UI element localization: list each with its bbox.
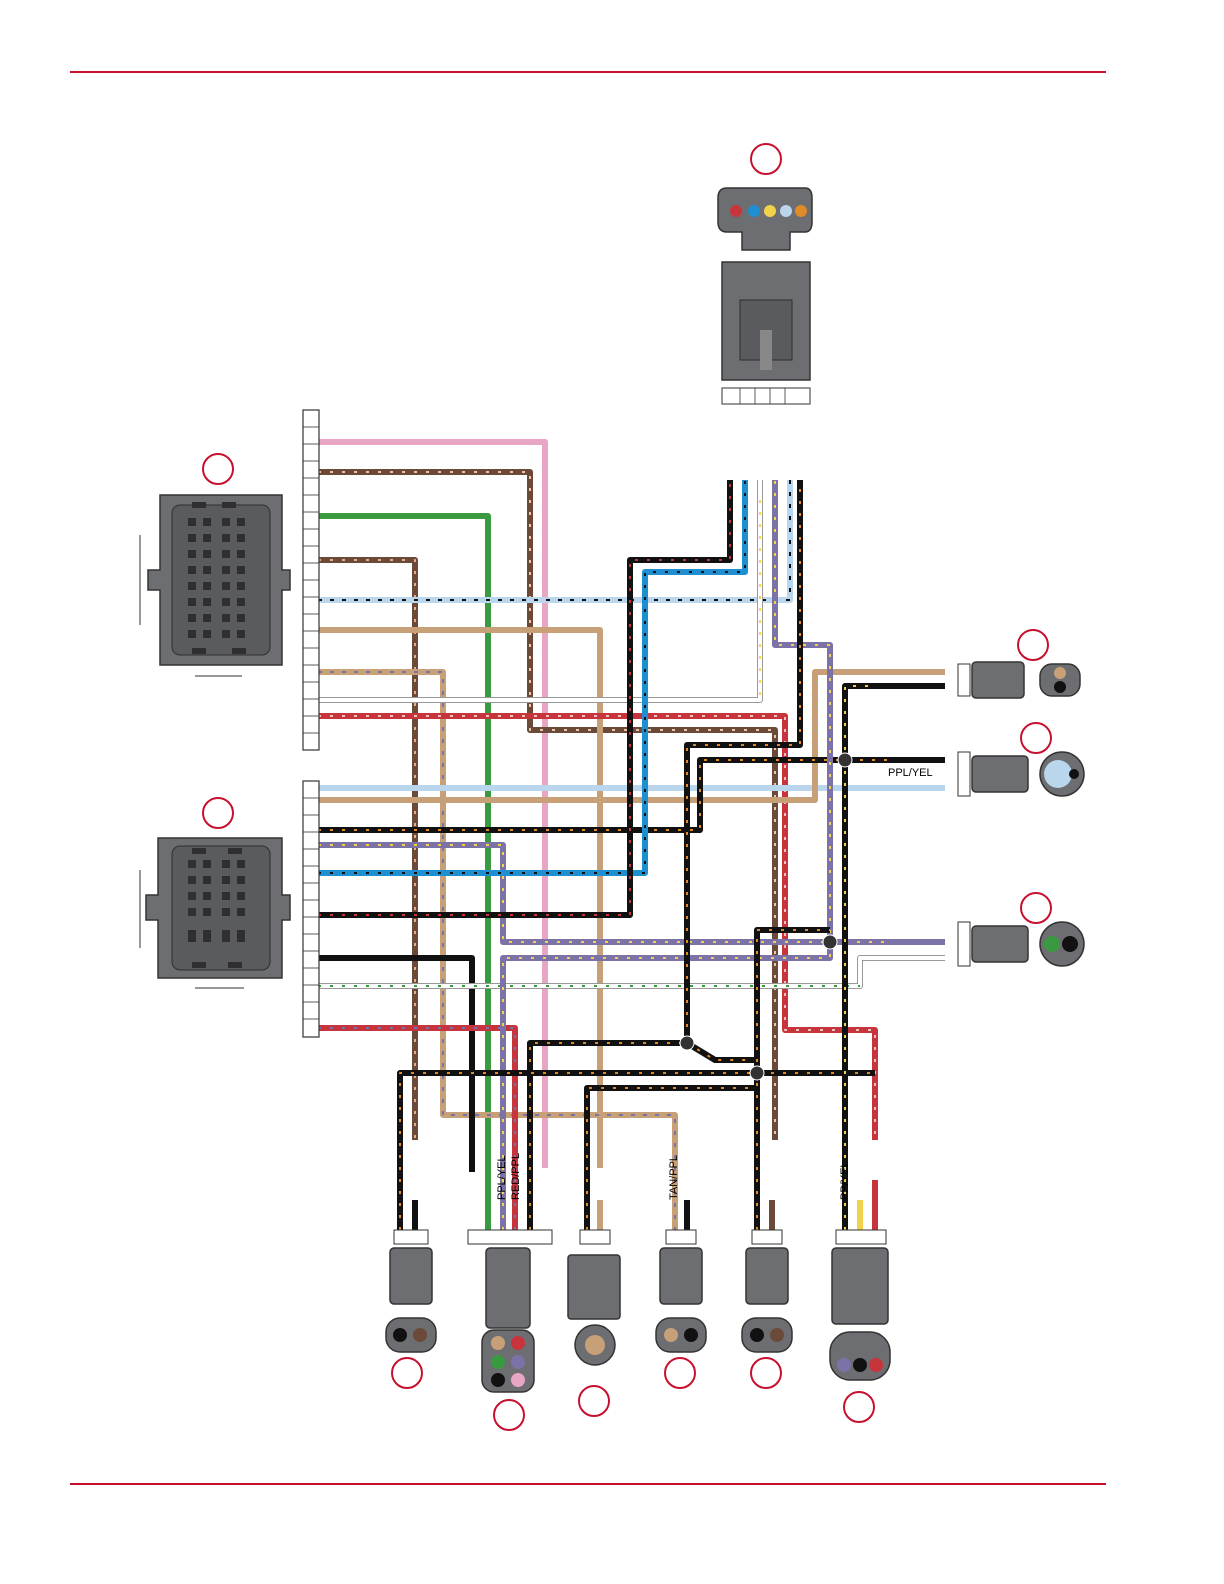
wire-tan-ppl — [318, 672, 675, 1230]
right-2-pin-connector[interactable] — [958, 662, 1080, 698]
bottom-6-pin-connector[interactable] — [468, 1230, 552, 1392]
wire-tan — [318, 630, 600, 1168]
wire-label-red-ppl-bottom: RED/PPL — [510, 1153, 522, 1200]
bottom-3-pin-connector[interactable] — [830, 1230, 890, 1380]
bottom-2-pin-connector-3[interactable] — [742, 1230, 792, 1352]
bottom-2-pin-connector-2[interactable] — [656, 1230, 706, 1352]
right-3-pin-connector-upper[interactable] — [958, 752, 1084, 796]
splice-dot — [750, 1066, 764, 1080]
bottom-1-pin-connector[interactable] — [568, 1230, 620, 1365]
callout-circle — [1018, 630, 1048, 660]
wire-light-blue — [318, 480, 790, 600]
wire-brown-2 — [318, 560, 415, 1140]
callout-circle — [203, 454, 233, 484]
top-5-pin-connector[interactable] — [718, 188, 812, 404]
bottom-2-pin-connector-1[interactable] — [386, 1230, 436, 1352]
callout-circle — [494, 1400, 524, 1430]
wire-black-1 — [318, 760, 890, 830]
splice-dot — [838, 753, 852, 767]
wire-harness — [318, 442, 945, 1230]
callout-circle — [751, 1358, 781, 1388]
callout-circle — [1021, 723, 1051, 753]
right-3-pin-connector-lower[interactable] — [958, 922, 1084, 966]
callout-circle — [665, 1358, 695, 1388]
callout-circle — [1021, 893, 1051, 923]
callout-circle — [844, 1392, 874, 1422]
callout-circle — [392, 1358, 422, 1388]
callout-circle — [203, 798, 233, 828]
wire-label-pp-yel-bottom: PP/YEL — [839, 1161, 851, 1200]
splice-dot — [823, 935, 837, 949]
wire-label-tan-ppl-bottom: TAN/PPL — [668, 1155, 680, 1200]
splice-dot — [680, 1036, 694, 1050]
callout-circle — [579, 1386, 609, 1416]
wire-pink — [318, 442, 545, 1168]
wire-black-3 — [318, 958, 472, 1172]
callout-circle — [751, 144, 781, 174]
wire-label-ppl-yel-bottom: PPL/YEL — [496, 1155, 508, 1200]
wire-label-ppl-yel-right: PPL/YEL — [888, 767, 933, 779]
